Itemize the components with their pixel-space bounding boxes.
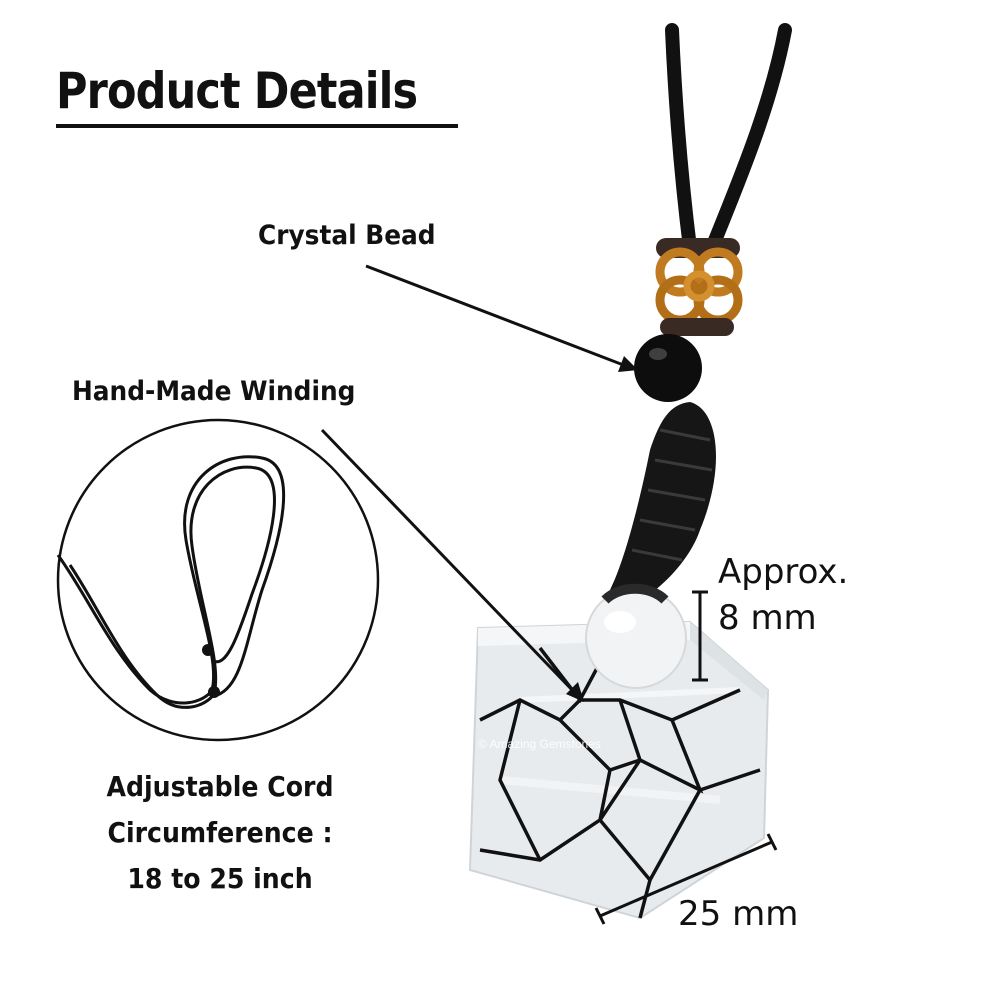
title-underline	[56, 124, 458, 128]
cord-info-line-2: Circumference :	[107, 816, 333, 849]
crystal-bead	[585, 583, 687, 689]
page-title: Product Details	[56, 62, 418, 120]
adjustable-cord-info: Adjustable Cord Circumference : 18 to 25…	[60, 764, 380, 902]
watermark: © Amazing Gemstones	[478, 737, 601, 751]
bead-size-marker	[692, 590, 708, 682]
width-label: 25 mm	[678, 894, 799, 934]
bead-size-label: 8 mm	[718, 598, 817, 638]
cord-inset	[56, 418, 380, 742]
bead-approx-label: Approx.	[718, 552, 849, 592]
cord-binding-bottom	[660, 318, 734, 336]
cord-info-line-3: 18 to 25 inch	[127, 862, 313, 895]
decorative-knot	[655, 247, 743, 325]
hand-made-winding	[610, 402, 717, 600]
necklace-cord	[665, 23, 792, 255]
arrow-hand-made-winding	[320, 428, 584, 702]
arrow-crystal-bead	[365, 264, 638, 372]
crystal-bead-label: Crystal Bead	[258, 220, 436, 251]
black-bead	[634, 334, 702, 402]
hand-made-winding-label: Hand-Made Winding	[72, 376, 356, 407]
cord-info-line-1: Adjustable Cord	[106, 770, 334, 803]
width-marker	[594, 833, 778, 925]
